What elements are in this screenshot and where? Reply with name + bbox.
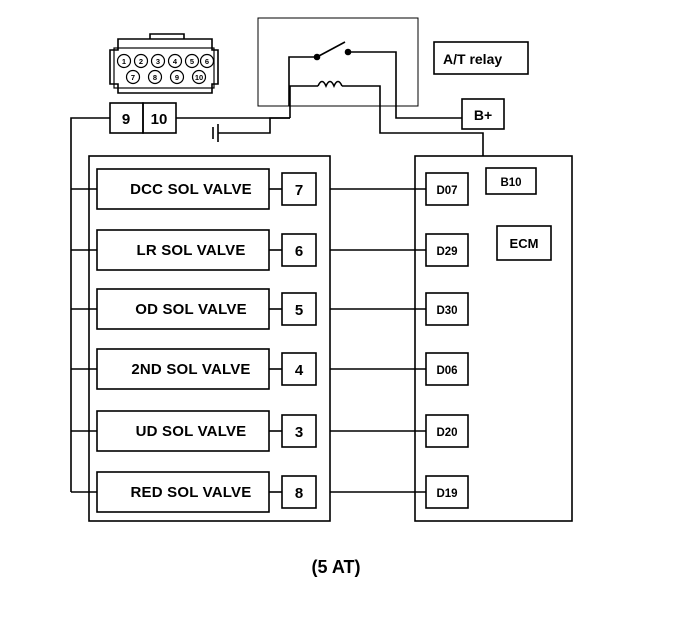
ecm-terminal-label: D19 — [436, 488, 457, 500]
ground-wire — [218, 117, 290, 134]
connector-pin-label: 3 — [156, 57, 160, 66]
valve-pin-number: 5 — [295, 302, 303, 319]
relay-coil-icon — [317, 80, 343, 88]
connector-pin-circle — [167, 53, 183, 69]
connector-pin-label: 9 — [175, 73, 179, 82]
relay-switch-right-wire — [350, 51, 462, 119]
valve-pin-box — [281, 172, 317, 206]
ecm-label: ECM — [510, 236, 539, 251]
ecm-terminal-box — [425, 352, 469, 386]
connector-pin-label: 7 — [131, 73, 135, 82]
valve-name: RED SOL VALVE — [131, 484, 252, 501]
b10-box — [485, 167, 537, 195]
valve-name: OD SOL VALVE — [135, 301, 247, 318]
ecm-terminal-label: D29 — [436, 246, 457, 258]
relay-switch-left-wire — [288, 56, 315, 106]
valve-pin-number: 7 — [295, 182, 303, 199]
b-plus-box — [461, 98, 505, 130]
ecm-terminal-label: D30 — [436, 305, 457, 317]
valve-pin-box — [281, 414, 317, 448]
connector-pin-circle — [184, 53, 200, 69]
ecm-terminal-box — [425, 172, 469, 206]
valve-name: UD SOL VALVE — [136, 423, 247, 440]
ecm-terminal-box — [425, 414, 469, 448]
connector-pin-circle — [133, 53, 149, 69]
valve-pin-box — [281, 352, 317, 386]
left-bus-wire — [70, 117, 110, 492]
connector-pin-circle — [150, 53, 166, 69]
ecm-terminal-box — [425, 475, 469, 509]
connector-pin-label: 6 — [205, 57, 209, 66]
ecm-terminal-box — [425, 292, 469, 326]
ecm-box — [414, 155, 573, 522]
connector-pin-circle — [116, 53, 132, 69]
connector-pin-label: 2 — [139, 57, 143, 66]
connector-pin-label: 10 — [195, 73, 203, 82]
valve-name: DCC SOL VALVE — [130, 181, 252, 198]
valve-name: 2ND SOL VALVE — [131, 361, 250, 378]
connector-pin-label: 1 — [122, 57, 126, 66]
switch-blade — [316, 41, 346, 58]
connector-pin-label: 8 — [153, 73, 157, 82]
diagram-caption: (5 AT) — [312, 557, 361, 577]
ecm-terminal-label: D06 — [436, 365, 457, 377]
b-plus-label: B+ — [474, 107, 492, 123]
relay-label-box — [433, 41, 529, 75]
connector-pin-circle — [169, 69, 185, 85]
valve-pin-number: 6 — [295, 243, 303, 260]
valve-pin-number: 4 — [295, 362, 304, 379]
connector-pin-circle — [147, 69, 163, 85]
valve-name: LR SOL VALVE — [136, 242, 245, 259]
connector-pin-circle — [191, 69, 207, 85]
connector-pin-circle — [125, 69, 141, 85]
transmission-box — [88, 155, 331, 522]
supply-pin-10-label: 10 — [151, 111, 168, 128]
switch-contact-right — [344, 48, 352, 56]
connector-pin-label: 4 — [173, 57, 178, 66]
ecm-terminal-box — [425, 233, 469, 267]
supply-pin-9-label: 9 — [122, 111, 130, 128]
ecm-terminal-label: D20 — [436, 427, 457, 439]
connector-pin-circle — [199, 53, 215, 69]
b10-label: B10 — [500, 177, 521, 189]
connector-icon — [109, 33, 219, 94]
relay-enclosure — [257, 17, 419, 107]
valve-pin-box — [281, 292, 317, 326]
coil-left-wire — [289, 85, 318, 118]
valve-pin-box — [281, 475, 317, 509]
relay-label: A/T relay — [443, 51, 502, 67]
valve-pin-number: 8 — [295, 485, 303, 502]
coil-right-wire — [342, 85, 484, 156]
valve-pin-number: 3 — [295, 424, 303, 441]
supply-pin-10-box — [142, 102, 177, 134]
valve-pin-box — [281, 233, 317, 267]
connector-pin-label: 5 — [190, 57, 194, 66]
ecm-terminal-label: D07 — [436, 185, 457, 197]
ecm-label-box — [496, 225, 552, 261]
